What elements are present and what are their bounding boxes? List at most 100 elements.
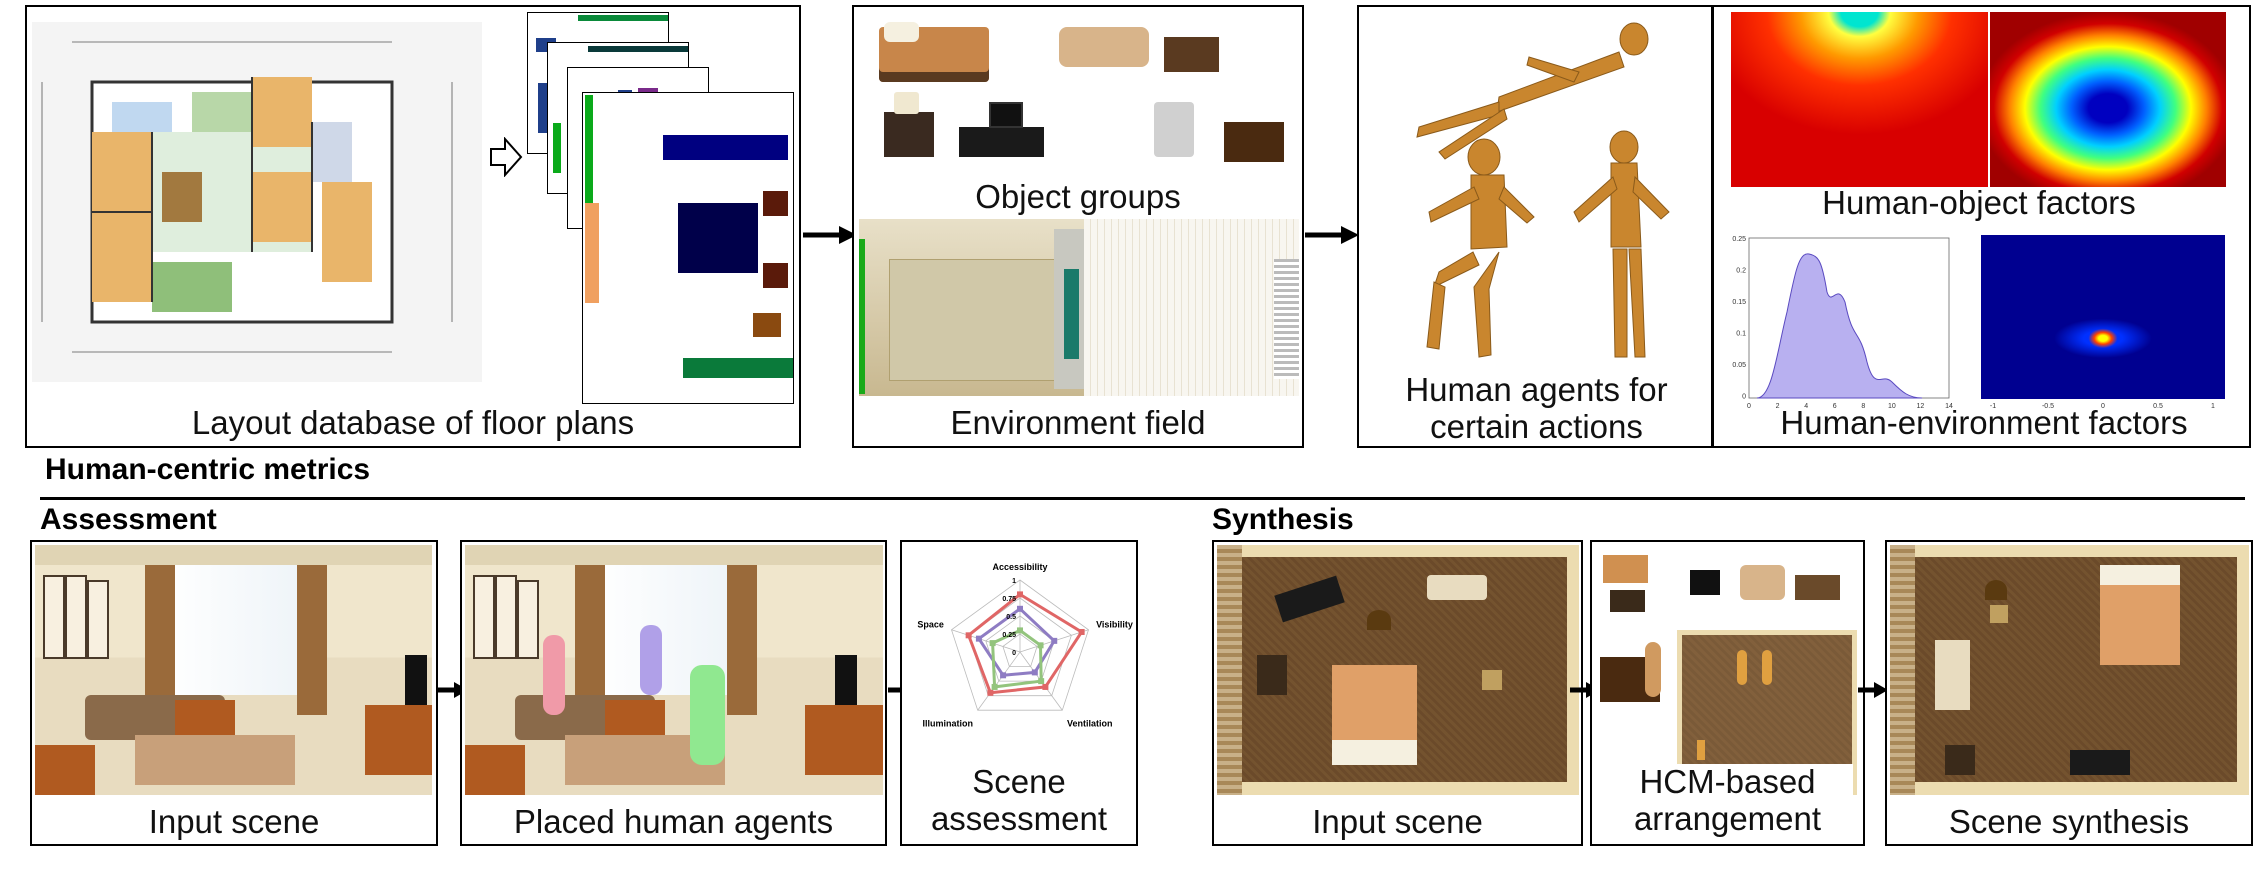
metrics-rule <box>40 497 2245 500</box>
hcm-caption: HCM-based arrangement <box>1602 763 1853 838</box>
placed-agents-panel: Placed human agents <box>460 540 887 846</box>
heatmap-x-tick: 1 <box>2211 403 2215 410</box>
radar-point <box>1017 627 1023 634</box>
radar-tick-label: 0.75 <box>1002 596 1016 603</box>
synthesis-input-caption: Input scene <box>1312 803 1483 840</box>
radar-point <box>1038 678 1045 685</box>
radar-point <box>1051 637 1058 644</box>
radar-point <box>1000 672 1007 679</box>
density-y-tick: 0.1 <box>1736 331 1746 338</box>
human-object-caption: Human-object factors <box>1822 184 2136 221</box>
radar-spoke <box>951 629 1021 653</box>
input-scene-panel: Input scene <box>30 540 438 846</box>
radar-point <box>1078 628 1085 635</box>
human-object-heatmap-1 <box>1731 12 1988 187</box>
heatmap-x-tick: -1 <box>1990 403 1996 410</box>
density-y-tick: 0.25 <box>1732 236 1746 243</box>
density-x-tick: 14 <box>1945 403 1953 410</box>
environment-field-caption: Environment field <box>950 404 1206 441</box>
layout-card-front <box>582 92 794 404</box>
heatmap-x-ticks: -1 -0.5 0 0.5 1 <box>1990 403 2215 410</box>
radar-axis-label: Accessibility <box>992 562 1047 572</box>
radar-point <box>1031 669 1038 676</box>
object-groups-image <box>864 12 1294 177</box>
synthesis-input-image <box>1217 545 1579 795</box>
density-y-tick: 0 <box>1742 394 1746 401</box>
heatmap-x-tick: 0 <box>2101 403 2105 410</box>
assessment-heading: Assessment <box>40 503 217 536</box>
density-y-tick: 0.2 <box>1736 268 1746 275</box>
flow-arrow-icon <box>1305 226 1359 244</box>
object-groups-caption: Object groups <box>975 178 1181 215</box>
radar-axis-label: Ventilation <box>1067 719 1113 729</box>
metrics-heading: Human-centric metrics <box>45 453 371 486</box>
heatmap-x-tick: -0.5 <box>2042 403 2054 410</box>
human-factors-panel: Human agents for certain actions Human-o… <box>1357 5 2251 448</box>
radar-point <box>989 640 996 647</box>
radar-spoke <box>977 651 1021 711</box>
hcm-objects-image <box>1595 545 1860 625</box>
input-scene-caption: Input scene <box>148 803 320 840</box>
radar-series-line <box>991 628 1043 689</box>
radar-point <box>991 683 998 690</box>
panel-divider <box>1711 7 1714 447</box>
radar-point <box>1042 683 1049 690</box>
radar-series-line <box>966 592 1084 695</box>
flow-arrow-icon <box>1858 682 1888 698</box>
density-x-tick: 6 <box>1833 403 1837 410</box>
density-x-tick: 12 <box>1917 403 1925 410</box>
scene-synthesis-image <box>1890 545 2249 795</box>
open-arrow-icon <box>490 137 523 177</box>
radar-grid-ring <box>951 579 1089 711</box>
environment-panel: Object groups Environment field <box>852 5 1304 448</box>
agent-green <box>690 665 725 765</box>
radar-point <box>975 635 982 642</box>
scene-synthesis-caption: Scene synthesis <box>1948 803 2190 840</box>
density-x-tick: 8 <box>1861 403 1865 410</box>
radar-axis-label: Visibility <box>1096 619 1133 629</box>
human-environment-heatmap <box>1981 235 2225 399</box>
radar-grid-ring <box>1002 633 1038 667</box>
radar-axis-label: Illumination <box>922 719 973 729</box>
density-y-tick: 0.05 <box>1732 362 1746 369</box>
radar-point <box>987 689 994 696</box>
hcm-arrangement-panel: HCM-based arrangement <box>1590 540 1865 846</box>
radar-point <box>1037 642 1044 649</box>
agent-purple <box>640 625 662 695</box>
synthesis-input-panel: Input scene <box>1212 540 1583 846</box>
density-y-tick: 0.15 <box>1732 299 1746 306</box>
human-environment-caption: Human-environment factors <box>1780 404 2188 441</box>
density-x-tick: 4 <box>1804 403 1808 410</box>
mannequin-figures <box>1416 22 1670 358</box>
floor-plan-image <box>32 22 482 382</box>
radar-axis-label: Space <box>917 619 944 629</box>
radar-point <box>965 632 972 639</box>
heatmap-x-tick: 0.5 <box>2153 403 2163 410</box>
human-agents-caption: Human agents for certain actions <box>1405 371 1668 445</box>
density-plot: 0.25 0.2 0.15 0.1 0.05 0 0 2 4 6 8 10 12 14 <box>1727 232 1957 412</box>
density-x-tick: 10 <box>1888 403 1896 410</box>
placed-agents-caption: Placed human agents <box>513 803 834 840</box>
radar-series-line <box>976 606 1057 677</box>
hcm-desk-image <box>1595 627 1680 717</box>
environment-field-vectors <box>1084 219 1299 396</box>
scene-synthesis-panel: Scene synthesis <box>1885 540 2253 846</box>
agent-pink <box>543 635 565 715</box>
layout-card-stack <box>527 12 797 404</box>
human-object-heatmap-2 <box>1990 12 2226 187</box>
synthesis-heading: Synthesis <box>1212 503 1354 536</box>
layout-caption: Layout database of floor plans <box>191 404 635 441</box>
radar-tick-label: 1 <box>1012 578 1016 585</box>
input-scene-image <box>35 545 432 795</box>
radar-tick-label: 0.5 <box>1006 614 1016 621</box>
density-x-tick: 2 <box>1776 403 1780 410</box>
environment-field-image <box>859 219 1084 396</box>
radar-tick-label: 0.25 <box>1002 632 1016 639</box>
flow-arrow-icon <box>803 226 857 244</box>
layout-database-panel: Layout database of floor plans <box>25 5 801 448</box>
scene-assessment-caption: Scene assessment <box>930 763 1108 837</box>
density-x-tick: 0 <box>1747 403 1751 410</box>
radar-tick-label: 0 <box>1012 650 1016 657</box>
